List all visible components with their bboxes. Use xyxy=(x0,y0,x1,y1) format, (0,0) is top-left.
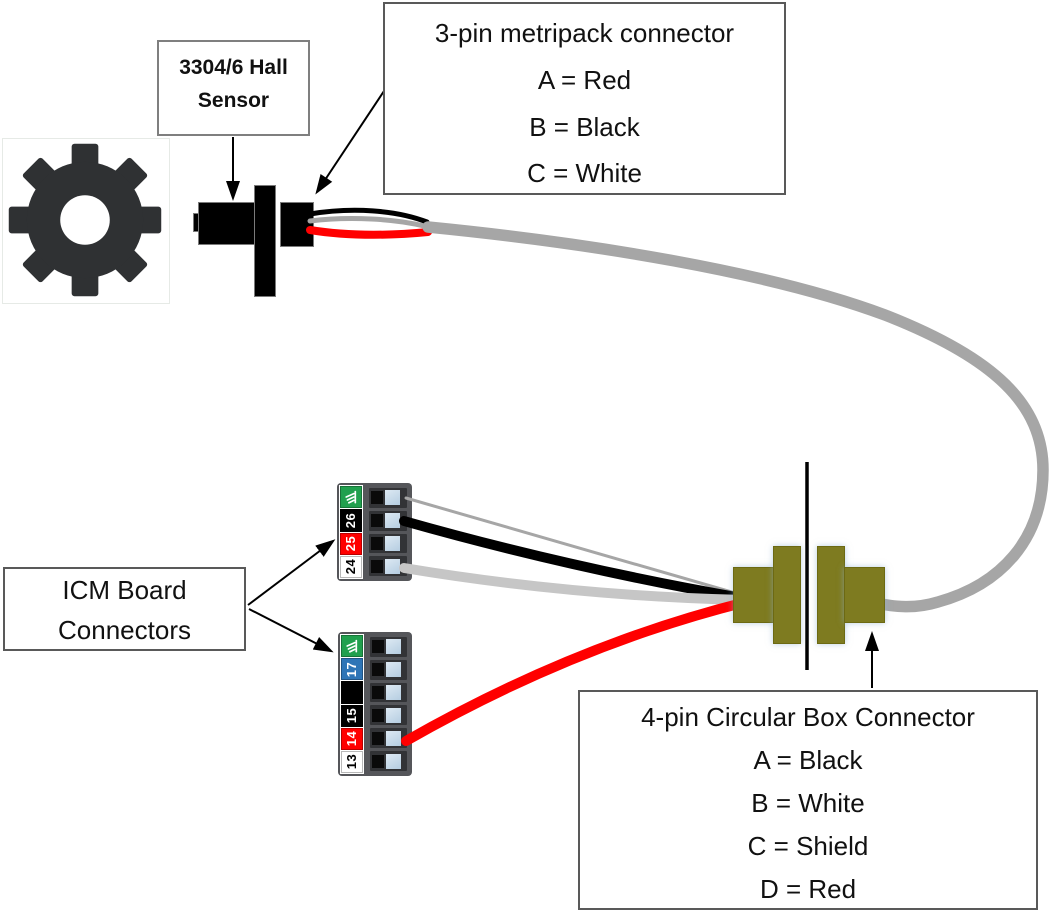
icm-lower-terminals xyxy=(364,634,410,774)
slot-opening xyxy=(385,558,400,574)
terminal-slot xyxy=(369,533,407,554)
terminal-slot xyxy=(369,510,407,531)
pin-label: 17 xyxy=(344,661,360,677)
pin-label: 14 xyxy=(344,731,360,747)
pigtail-red-wire xyxy=(306,226,432,239)
slot-screw xyxy=(371,536,383,550)
pin-label: 15 xyxy=(344,707,360,724)
slot-opening xyxy=(386,639,401,655)
shield-wire-thin-gray xyxy=(404,496,744,597)
arrow-to-metripack xyxy=(315,90,385,195)
circular-title: 4-pin Circular Box Connector xyxy=(641,702,975,732)
metripack-title: 3-pin metripack connector xyxy=(434,18,735,48)
slot-screw xyxy=(372,686,384,700)
hall-sensor-label-box: 3304/6 Hall Sensor xyxy=(157,40,310,136)
pin-cell-14: 14 xyxy=(341,727,363,750)
pin-cell-15: 15 xyxy=(341,704,363,727)
terminal-slot xyxy=(370,659,407,680)
metripack-pin-a: A = Red xyxy=(537,64,632,95)
main-cable xyxy=(422,221,1049,613)
slot-opening xyxy=(386,707,401,723)
slot-screw xyxy=(372,640,384,654)
metripack-label-box: 3-pin metripack connector A = Red B = Bl… xyxy=(383,2,786,195)
circular-pin-c: C = Shield xyxy=(747,830,869,861)
hall-label-line2: Sensor xyxy=(197,88,270,112)
circular-pin-b: B = White xyxy=(751,787,865,818)
metripack-pin-b: B = Black xyxy=(529,111,640,142)
terminal-slot xyxy=(370,751,407,771)
slot-screw xyxy=(371,491,383,505)
circular-connector-left-body xyxy=(733,567,774,623)
terminal-slot xyxy=(370,682,407,703)
slot-screw xyxy=(372,754,384,768)
slot-opening xyxy=(385,535,400,551)
pigtail-black-wire xyxy=(307,207,430,225)
pin-cell-ground xyxy=(341,635,363,658)
slot-opening xyxy=(386,730,401,746)
slot-opening xyxy=(386,753,401,769)
circular-connector-right-flange xyxy=(817,546,845,644)
pin-label: 13 xyxy=(344,754,360,770)
icm-label-line1: ICM Board xyxy=(62,575,187,605)
arrow-to-icm-lower xyxy=(248,608,334,653)
pin-cell-blank xyxy=(341,681,363,704)
terminal-slot xyxy=(370,637,407,657)
slot-opening xyxy=(386,662,401,678)
gear-icon xyxy=(2,138,170,304)
slot-screw xyxy=(372,663,384,677)
sensor-nose xyxy=(280,202,314,247)
pin-label: 25 xyxy=(343,535,359,552)
pin-cell-25: 25 xyxy=(340,532,362,555)
white-wire-light-gray xyxy=(399,563,749,605)
circular-pin-a: A = Black xyxy=(753,744,863,775)
terminal-slot xyxy=(370,705,407,726)
pin-cell-13: 13 xyxy=(341,750,363,774)
slot-opening xyxy=(386,685,401,701)
slot-screw xyxy=(371,514,383,528)
circular-connector-right-body xyxy=(844,567,885,623)
terminal-slot xyxy=(369,556,407,576)
arrow-to-icm-upper xyxy=(247,539,336,606)
slot-screw xyxy=(372,731,384,745)
circular-pin-d: D = Red xyxy=(759,873,857,904)
pin-cell-26: 26 xyxy=(340,509,362,532)
terminal-slot xyxy=(369,488,407,508)
pin-label: 24 xyxy=(343,559,359,575)
circular-connector-left-flange xyxy=(773,546,801,644)
pin-cell-24: 24 xyxy=(340,555,362,578)
icm-upper-terminals xyxy=(363,485,410,579)
black-wire xyxy=(399,516,747,603)
slot-opening xyxy=(385,513,400,529)
icm-upper-connector: 26 25 24 xyxy=(337,483,412,581)
slot-screw xyxy=(371,559,383,573)
icm-lower-connector: 17 15 14 13 xyxy=(338,632,412,776)
pin-cell-ground xyxy=(340,486,362,509)
sensor-body xyxy=(198,202,255,245)
hall-label-line1: 3304/6 Hall xyxy=(179,56,288,79)
slot-screw xyxy=(372,708,384,722)
pin-cell-17: 17 xyxy=(341,658,363,681)
circular-connector-label-box: 4-pin Circular Box Connector A = Black B… xyxy=(578,690,1038,910)
icm-label-line2: Connectors xyxy=(58,615,191,646)
terminal-slot xyxy=(370,728,407,749)
metripack-pin-c: C = White xyxy=(527,158,642,189)
slot-opening xyxy=(385,490,400,506)
icm-board-label-box: ICM Board Connectors xyxy=(3,567,246,651)
sensor-flange xyxy=(254,185,276,297)
icm-lower-pin-labels: 17 15 14 13 xyxy=(340,634,364,774)
pigtail-gray-wire xyxy=(307,216,427,229)
ground-icon xyxy=(345,490,357,504)
icm-upper-pin-labels: 26 25 24 xyxy=(339,485,363,579)
gear-svg xyxy=(8,143,162,297)
pin-label: 26 xyxy=(343,512,359,529)
ground-icon xyxy=(346,639,358,653)
